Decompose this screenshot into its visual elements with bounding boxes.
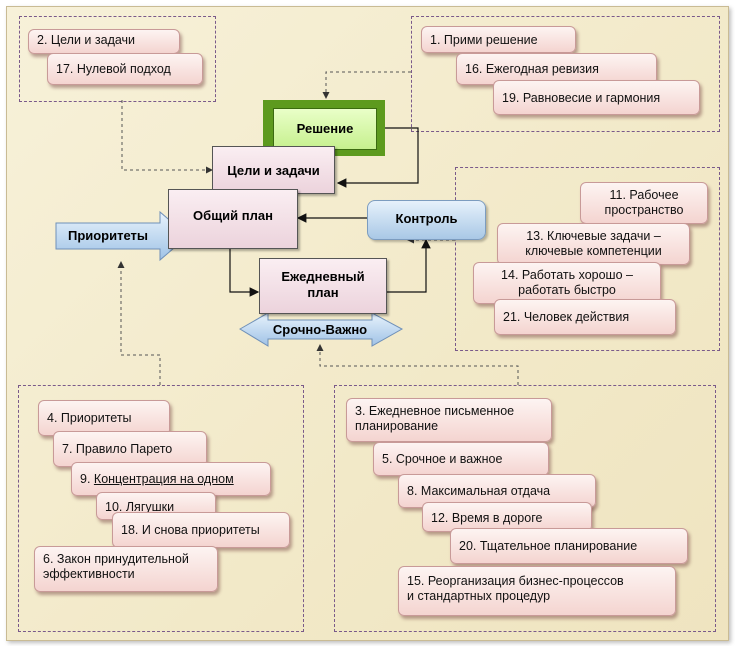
card-9-kontsentratsia: 9. Концентрация на одном	[71, 462, 271, 496]
card-11-prostranstvo: 11. Рабочее пространство	[580, 182, 708, 224]
tseli-label: Цели и задачи	[227, 163, 320, 178]
obshchiy-plan-doc: Общий план	[168, 189, 298, 249]
tseli-doc: Цели и задачи	[212, 146, 335, 194]
card-2-tseli: 2. Цели и задачи	[28, 29, 180, 54]
ezhednevny-label-1: Ежедневный	[281, 269, 365, 284]
card-1-primi: 1. Прими решение	[421, 26, 576, 53]
card-3-ezhednevnoe: 3. Ежедневное письменное планирование	[346, 398, 552, 442]
card-19-ravnovesie: 19. Равновесие и гармония	[493, 80, 700, 115]
card-7-pareto: 7. Правило Парето	[53, 431, 207, 467]
kontrol-block: Контроль	[367, 200, 486, 240]
obshchiy-plan-label: Общий план	[193, 208, 273, 223]
srochno-label: Срочно-Важно	[272, 322, 368, 337]
card-13-klyuchevye: 13. Ключевые задачи – ключевые компетенц…	[497, 223, 690, 265]
card-12-vremya: 12. Время в дороге	[422, 502, 592, 532]
group-bottom-left	[18, 385, 304, 632]
ezhednevny-label-2: план	[307, 285, 339, 300]
group-right	[455, 167, 720, 351]
card-21-chelovek: 21. Человек действия	[494, 299, 676, 335]
kontrol-label: Контроль	[395, 211, 458, 226]
card-17-nulevoy: 17. Нулевой подход	[47, 53, 203, 85]
group-top-right	[411, 16, 720, 132]
srochno-arrow-shape	[239, 312, 404, 347]
card-20-tshchatelnoe: 20. Тщательное планирование	[450, 528, 688, 564]
card-5-srochnoe: 5. Срочное и важное	[373, 442, 549, 476]
card-18-i-snova: 18. И снова приоритеты	[112, 512, 290, 548]
card-4-prioritety: 4. Приоритеты	[38, 400, 170, 436]
card-14-rabotat: 14. Работать хорошо – работать быстро	[473, 262, 661, 304]
ezhednevny-plan-doc: Ежедневный план	[259, 258, 387, 314]
group-bottom-right	[334, 385, 716, 632]
group-top-left	[19, 16, 216, 102]
card-15-reorganizatsia: 15. Реорганизация бизнес-процессов и ста…	[398, 566, 676, 616]
card-6-zakon: 6. Закон принудительной эффективности	[34, 546, 218, 592]
reshenie-label: Решение	[296, 121, 354, 136]
prioritety-label: Приоритеты	[67, 228, 149, 243]
card-16-revizia: 16. Ежегодная ревизия	[456, 53, 657, 85]
